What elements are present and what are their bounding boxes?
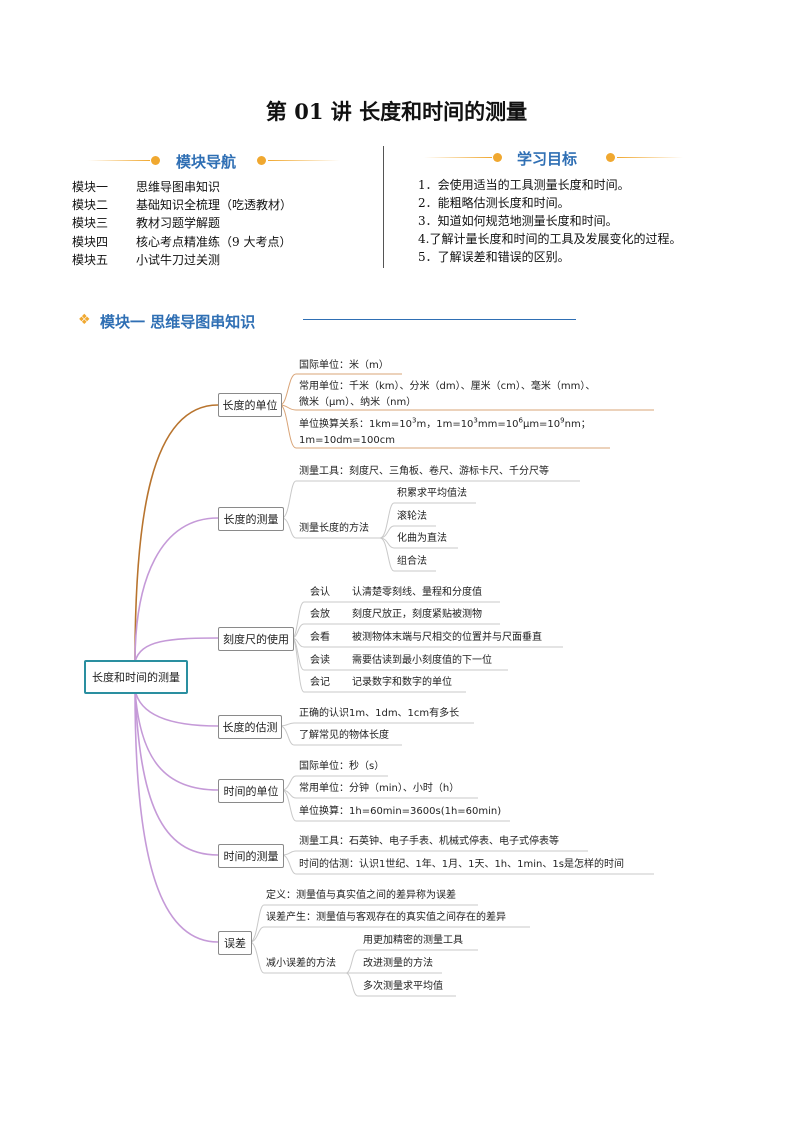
goal-item: 3．知道如何规范地测量长度和时间。 [418,214,618,228]
goal-item: 1．会使用适当的工具测量长度和时间。 [418,178,630,192]
leaf-unit-conversion-2: 1m=10dm=100cm [299,435,396,446]
nav-item-key: 模块五 [72,253,109,267]
leaf-measure-tools: 测量工具：刻度尺、三角板、卷尺、游标卡尺、千分尺等 [299,466,549,477]
leaf-method: 化曲为直法 [397,533,447,544]
diamond-arrow-icon: ❖ [78,312,91,328]
leaf-ruler-step-key: 会记 [310,677,330,688]
nav-heading-line-right [268,160,340,161]
nav-item[interactable]: 模块一 思维导图串知识 [72,178,220,195]
mindmap-root[interactable]: 长度和时间的测量 [84,660,188,694]
node-time-unit[interactable]: 时间的单位 [218,779,284,803]
nav-item-label: 小试牛刀过关测 [136,253,221,267]
goal-item: 4.了解计量长度和时间的工具及发展变化的过程。 [418,232,682,246]
goals-heading-line-right [617,157,683,158]
leaf-ruler-step-key: 会读 [310,655,330,666]
nav-item-key: 模块一 [72,180,109,194]
node-length-estimate[interactable]: 长度的估测 [218,715,282,739]
leaf-method: 滚轮法 [397,511,427,522]
node-ruler-use[interactable]: 刻度尺的使用 [218,627,294,651]
node-error[interactable]: 误差 [218,931,252,955]
nav-item[interactable]: 模块四 核心考点精准练（9 大考点） [72,233,291,250]
leaf-estimate: 了解常见的物体长度 [299,730,389,741]
leaf-time-unit: 常用单位：分钟（min）、小时（h） [299,783,460,794]
nav-item-key: 模块二 [72,198,109,212]
column-divider [383,146,384,268]
leaf-error-cause: 误差产生：测量值与客观存在的真实值之间存在的差异 [266,912,506,923]
leaf-time-measure: 时间的估测：认识1世纪、1年、1月、1天、1h、1min、1s是怎样的时间 [299,859,624,870]
conv-exponent: 6 [518,416,523,425]
goals-heading-line-left [424,157,492,158]
leaf-method: 积累求平均值法 [397,488,467,499]
leaf-error-reduce: 改进测量的方法 [363,958,433,969]
nav-heading-dot-right [257,156,266,165]
nav-item-label: 核心考点精准练（9 大考点） [136,235,292,249]
nav-item-key: 模块三 [72,216,109,230]
leaf-unit-conversion-1: 单位换算关系：1km=103m，1m=103mm=106μm=109nm； [299,417,591,433]
leaf-estimate: 正确的认识1m、1dm、1cm有多长 [299,708,460,719]
goals-heading-dot-left [493,153,502,162]
nav-item[interactable]: 模块二 基础知识全梳理（吃透教材） [72,196,292,213]
nav-item-label: 教材习题学解题 [136,216,221,230]
nav-heading: 模块导航 [176,153,237,171]
module1-heading-line [303,319,576,320]
leaf-ruler-step-key: 会看 [310,632,330,643]
conv-exponent: 3 [412,416,417,425]
conv-exponent: 9 [560,416,565,425]
nav-heading-line-left [88,160,150,161]
leaf-ruler-step-key: 会认 [310,587,330,598]
leaf-error-reduce: 用更加精密的测量工具 [363,935,463,946]
leaf-method: 组合法 [397,556,427,567]
node-length-measure[interactable]: 长度的测量 [218,507,284,531]
leaf-ruler-step-desc: 刻度尺放正，刻度紧贴被测物 [352,609,482,620]
goals-heading-dot-right [606,153,615,162]
leaf-ruler-step-desc: 需要估读到最小刻度值的下一位 [352,655,492,666]
conv-text: nm； [564,419,591,430]
conv-exponent: 3 [473,416,478,425]
leaf-ruler-step-desc: 被测物体末端与尺相交的位置并与尺面垂直 [352,632,542,643]
leaf-ruler-step-desc: 记录数字和数字的单位 [352,677,452,688]
nav-heading-dot-left [151,156,160,165]
conv-text: mm=10 [477,419,519,430]
leaf-common-units-1: 常用单位：千米（km）、分米（dm）、厘米（cm）、毫米（mm）、 [299,381,596,392]
goals-heading: 学习目标 [517,150,578,168]
leaf-time-measure: 测量工具：石英钟、电子手表、机械式停表、电子式停表等 [299,836,559,847]
conv-text: 单位换算关系：1km=10 [299,419,412,430]
leaf-ruler-step-key: 会放 [310,609,330,620]
goal-item: 5．了解误差和错误的区别。 [418,250,570,264]
leaf-time-unit: 国际单位：秒（s） [299,761,385,772]
conv-text: μm=10 [522,419,561,430]
leaf-error-reduce-label: 减小误差的方法 [266,958,336,969]
leaf-si-unit: 国际单位：米（m） [299,360,389,371]
nav-item-label: 基础知识全梳理（吃透教材） [136,198,293,212]
nav-item[interactable]: 模块五 小试牛刀过关测 [72,251,220,268]
node-length-unit[interactable]: 长度的单位 [218,393,282,417]
nav-item[interactable]: 模块三 教材习题学解题 [72,214,220,231]
conv-text: m，1m=10 [416,419,474,430]
goal-item: 2．能粗略估测长度和时间。 [418,196,570,210]
nav-item-label: 思维导图串知识 [136,180,221,194]
leaf-methods-label: 测量长度的方法 [299,523,369,534]
leaf-ruler-step-desc: 认清楚零刻线、量程和分度值 [352,587,482,598]
page-title: 第 01 讲 长度和时间的测量 [265,99,528,124]
leaf-time-unit: 单位换算：1h=60min=3600s(1h=60min) [299,806,502,817]
node-time-measure[interactable]: 时间的测量 [218,844,284,868]
leaf-error-def: 定义：测量值与真实值之间的差异称为误差 [266,890,456,901]
leaf-error-reduce: 多次测量求平均值 [363,981,443,992]
leaf-common-units-2: 微米（μm）、纳米（nm） [299,397,417,408]
nav-item-key: 模块四 [72,235,109,249]
module1-heading: 模块一 思维导图串知识 [100,313,256,331]
